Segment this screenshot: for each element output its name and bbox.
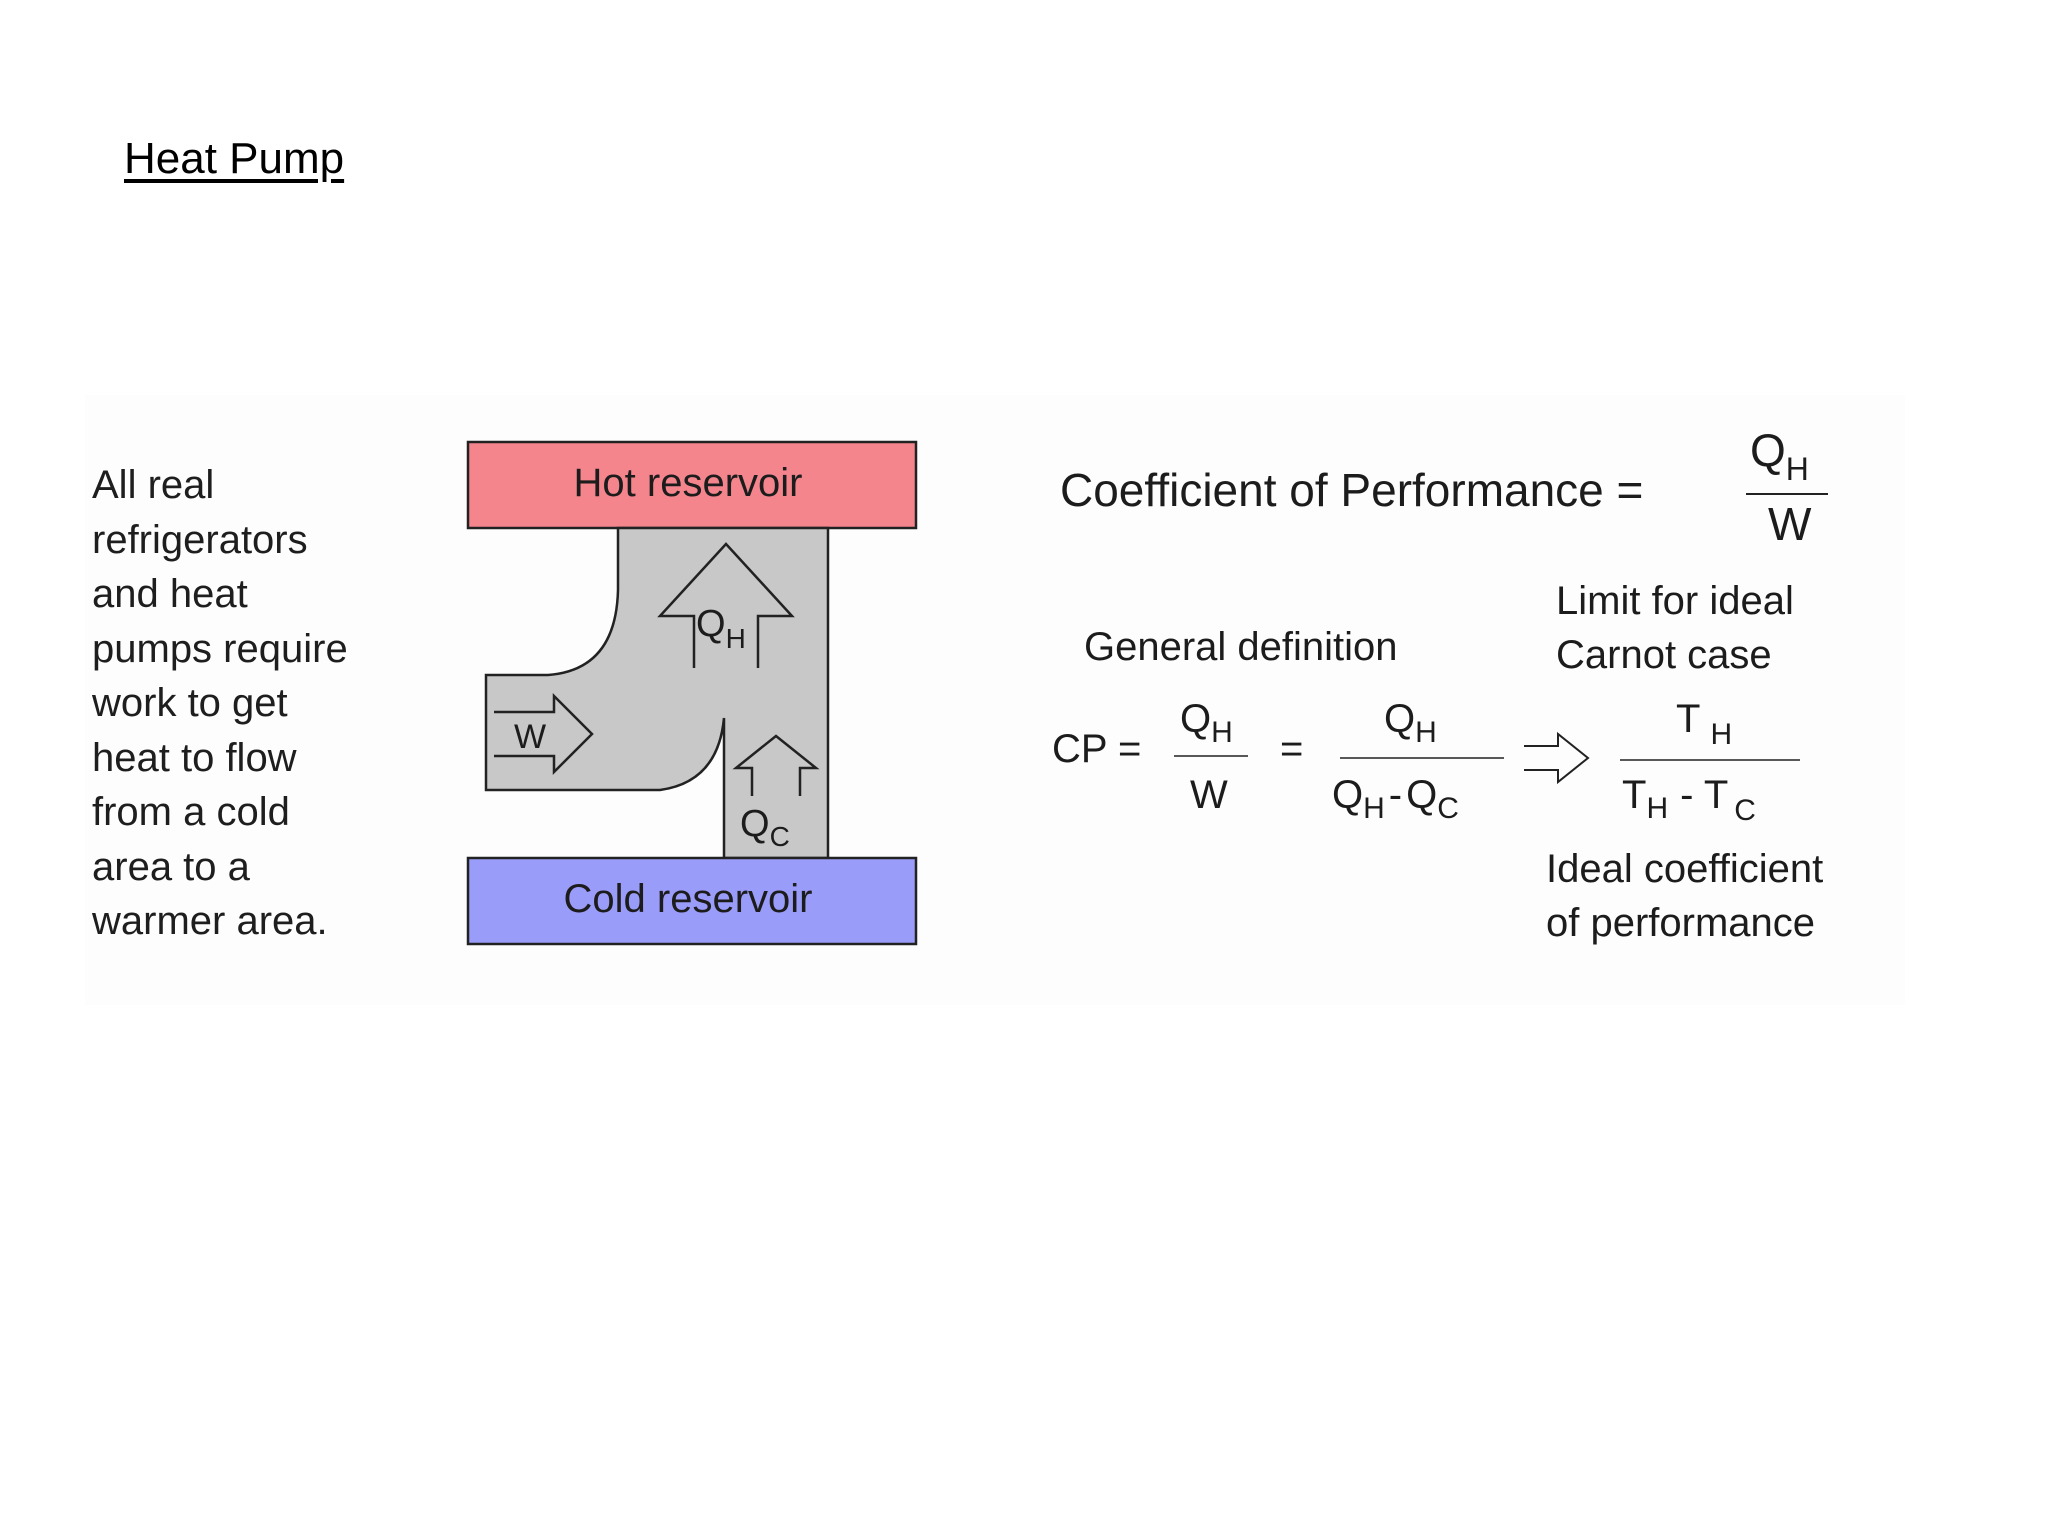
- description-line: refrigerators: [92, 517, 308, 562]
- description-line: pumps require: [92, 626, 348, 671]
- general-definition-label: General definition: [1084, 625, 1398, 669]
- implies-arrow-icon: [1524, 731, 1590, 785]
- ideal-label-line1: Ideal coefficient: [1546, 847, 1823, 891]
- description-line: work to get: [92, 681, 288, 725]
- qc-arrow-label: QC: [740, 803, 790, 852]
- hot-reservoir-box: [466, 440, 918, 530]
- heat-pump-body: [484, 526, 830, 860]
- description-text: All real refrigerators and heat pumps re…: [92, 458, 412, 949]
- ideal-label-line2: of performance: [1546, 901, 1815, 945]
- figure-panel: [85, 395, 1905, 1005]
- work-label: W: [514, 718, 546, 756]
- qh-arrow-label: QH: [696, 603, 746, 654]
- description-line: from a cold: [92, 790, 290, 834]
- f1-numerator: QH: [1180, 697, 1233, 749]
- slide-title: Heat Pump: [124, 134, 345, 183]
- f2-numerator: QH: [1384, 697, 1437, 749]
- description-line: heat to flow: [92, 735, 297, 780]
- f2-denominator: QH-QC: [1332, 773, 1459, 825]
- description-line: and heat: [92, 572, 248, 616]
- cold-reservoir-label: Cold reservoir: [564, 877, 813, 921]
- cop-label: Coefficient of Performance =: [1060, 464, 1643, 516]
- f1-denominator: W: [1190, 773, 1228, 817]
- work-arrow-icon: [494, 692, 594, 776]
- limit-label-line1: Limit for ideal: [1556, 579, 1794, 623]
- heat-in-arrow-icon: [732, 734, 820, 796]
- cop-denominator: W: [1768, 498, 1812, 550]
- hot-reservoir-label: Hot reservoir: [574, 461, 803, 505]
- description-line: warmer area.: [92, 899, 328, 943]
- equals-sign: =: [1280, 727, 1303, 771]
- limit-label-line2: Carnot case: [1556, 633, 1772, 677]
- description-line: area to a: [92, 844, 250, 889]
- cp-label: CP =: [1052, 727, 1141, 771]
- cop-numerator: QH: [1750, 424, 1809, 487]
- cold-reservoir-box: [466, 856, 918, 946]
- heat-out-arrow-icon: [657, 542, 795, 668]
- description-line: All real: [92, 463, 215, 507]
